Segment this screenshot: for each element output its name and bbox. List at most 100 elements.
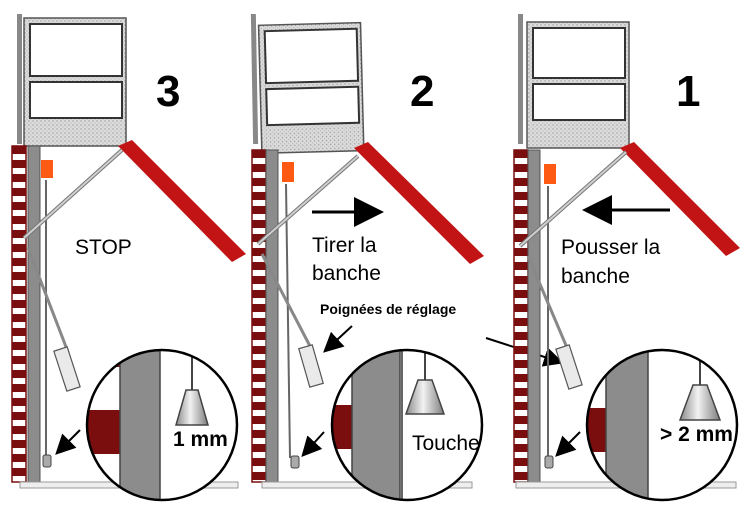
checkered-edge-block	[252, 374, 266, 382]
step-number: 1	[676, 67, 700, 116]
checkered-edge-block	[12, 426, 26, 434]
checkered-edge-block	[514, 318, 528, 326]
checkered-edge-block	[514, 304, 528, 312]
checkered-edge-block	[514, 332, 528, 340]
step-label-line: Pousser la	[561, 236, 661, 259]
checkered-edge-block	[252, 192, 266, 200]
step-number: 3	[156, 67, 180, 116]
checkered-edge-block	[514, 178, 528, 186]
checkered-edge-block	[252, 318, 266, 326]
red-brace	[118, 140, 246, 262]
red-brace	[354, 142, 484, 264]
step-label-line: banche	[312, 262, 381, 285]
detail-magnifier	[87, 350, 237, 500]
checkered-edge-block	[12, 314, 26, 322]
checkered-edge-block	[252, 444, 266, 452]
checkered-edge-block	[252, 150, 266, 158]
step-label-line: STOP	[75, 236, 132, 259]
checkered-edge-block	[514, 276, 528, 284]
checkered-edge-block	[514, 220, 528, 228]
adjustment-handle	[53, 346, 81, 392]
checkered-edge-block	[514, 234, 528, 242]
checkered-edge-block	[252, 262, 266, 270]
checkered-edge-block	[12, 188, 26, 196]
checkered-edge-block	[514, 402, 528, 410]
checkered-edge-block	[12, 328, 26, 336]
step-label-line: banche	[561, 265, 630, 288]
checkered-edge-block	[12, 440, 26, 448]
checkered-edge-block	[12, 300, 26, 308]
checkered-edge-block	[514, 206, 528, 214]
orange-tab	[544, 164, 556, 184]
checkered-edge-block	[252, 164, 266, 172]
checkered-edge-block	[252, 472, 266, 480]
checkered-edge-block	[252, 388, 266, 396]
checkered-edge-block	[252, 178, 266, 186]
checkered-edge-block	[514, 248, 528, 256]
checkered-edge-block	[514, 430, 528, 438]
step-number: 2	[410, 67, 434, 116]
checkered-edge-block	[514, 374, 528, 382]
checkered-edge-block	[12, 146, 26, 154]
handles-annotation: Poignées de réglage	[320, 301, 456, 317]
checkered-edge-block	[12, 286, 26, 294]
checkered-edge-block	[12, 244, 26, 252]
adjustment-handle	[555, 344, 583, 390]
mast	[17, 14, 22, 144]
checkered-edge-block	[252, 458, 266, 466]
checkered-edge-block	[12, 398, 26, 406]
checkered-edge	[11, 145, 27, 483]
checkered-edge-block	[12, 384, 26, 392]
adjustment-handle	[298, 344, 324, 388]
checkered-edge-block	[514, 458, 528, 466]
checkered-edge-block	[252, 206, 266, 214]
detail-magnifier	[587, 350, 737, 500]
checkered-edge-block	[514, 290, 528, 298]
checkered-edge-block	[12, 342, 26, 350]
checkered-edge-block	[12, 258, 26, 266]
detail-magnifier	[332, 350, 482, 500]
checkered-edge-block	[252, 248, 266, 256]
checkered-edge-block	[12, 356, 26, 364]
panel-1: 1 Pousser la banche > 2 mm	[513, 14, 740, 502]
checkered-edge-block	[514, 262, 528, 270]
checkered-edge-block	[12, 202, 26, 210]
checkered-edge-block	[514, 150, 528, 158]
checkered-edge-block	[12, 370, 26, 378]
checkered-edge-block	[252, 234, 266, 242]
checkered-edge-block	[12, 160, 26, 168]
checkered-edge-block	[514, 346, 528, 354]
checkered-edge-block	[514, 416, 528, 424]
checkered-edge-block	[514, 472, 528, 480]
checkered-edge-block	[252, 416, 266, 424]
checkered-edge-block	[514, 192, 528, 200]
checkered-edge-block	[12, 468, 26, 476]
checkered-edge	[513, 149, 529, 483]
checkered-edge-block	[514, 388, 528, 396]
detail-gap-label: > 2 mm	[660, 423, 733, 446]
grey-wall	[527, 149, 541, 483]
checkered-edge-block	[252, 402, 266, 410]
checkered-edge-block	[12, 454, 26, 462]
checkered-edge-block	[252, 332, 266, 340]
panel-2: 2 Tirer la banche Poignées de réglage To…	[250, 13, 564, 502]
checkered-edge-block	[12, 412, 26, 420]
checkered-edge-block	[12, 216, 26, 224]
checkered-edge-block	[252, 360, 266, 368]
orange-tab	[282, 162, 294, 182]
panel-3: 3 STOP 1 mm	[11, 14, 246, 502]
checkered-edge-block	[514, 164, 528, 172]
checkered-edge-block	[252, 276, 266, 284]
checkered-edge-block	[514, 444, 528, 452]
checkered-edge-block	[252, 220, 266, 228]
checkered-edge	[251, 149, 267, 483]
checkered-edge-block	[12, 272, 26, 280]
checkered-edge-block	[12, 230, 26, 238]
grey-wall	[27, 145, 41, 483]
grey-wall	[265, 149, 279, 483]
step-label-line: Tirer la	[312, 234, 377, 257]
checkered-edge-block	[252, 430, 266, 438]
orange-tab	[41, 160, 53, 178]
